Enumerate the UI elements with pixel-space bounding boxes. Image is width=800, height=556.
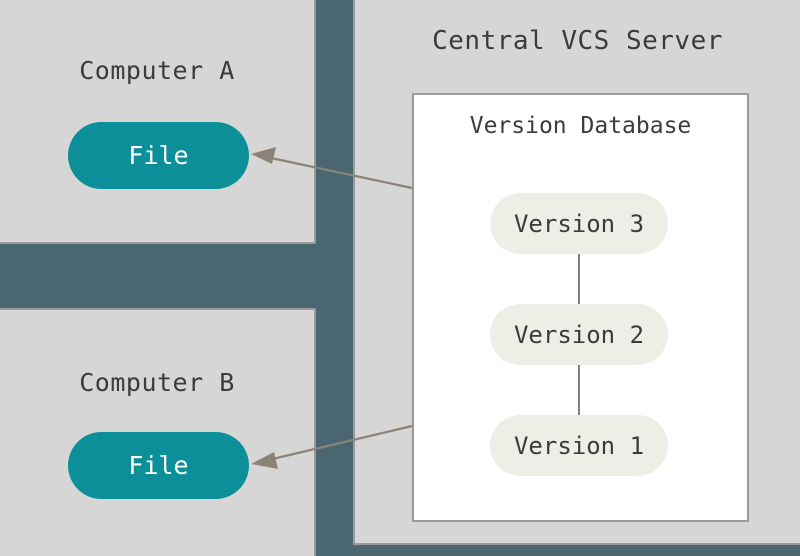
version-node-2[interactable]: Version 2 xyxy=(490,304,668,365)
connector-version2-version1 xyxy=(578,364,580,416)
version-node-3-label: Version 3 xyxy=(513,209,645,238)
version-database-title: Version Database xyxy=(469,113,692,139)
computer-a-panel: Computer A xyxy=(0,0,316,244)
connector-version3-version2 xyxy=(578,253,580,305)
version-node-1[interactable]: Version 1 xyxy=(490,415,668,476)
computer-b-file-label: File xyxy=(128,451,189,480)
computer-a-file-label: File xyxy=(128,141,189,170)
central-vcs-server-title: Central VCS Server xyxy=(432,26,723,56)
computer-a-file-node[interactable]: File xyxy=(68,122,249,189)
version-node-2-label: Version 2 xyxy=(513,320,645,349)
computer-b-file-node[interactable]: File xyxy=(68,432,249,499)
computer-a-title: Computer A xyxy=(79,56,235,85)
computer-b-title: Computer B xyxy=(79,368,235,397)
version-node-3[interactable]: Version 3 xyxy=(490,193,668,254)
version-node-1-label: Version 1 xyxy=(513,431,645,460)
